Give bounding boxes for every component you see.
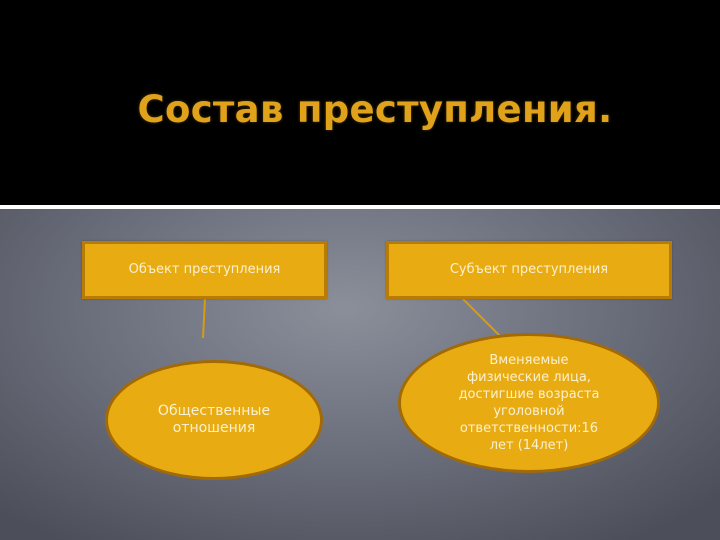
subject-detail-ellipse: Вменяемые физические лица, достигшие воз…: [398, 333, 660, 473]
slide-header: Состав преступления.: [0, 0, 720, 205]
connector-object: [202, 298, 206, 339]
slide-title: Состав преступления.: [137, 88, 613, 131]
connector-subject: [462, 298, 501, 337]
object-detail-text: Общественные отношения: [157, 403, 271, 436]
subject-detail-text: Вменяемые физические лица, достигшие воз…: [458, 353, 600, 453]
object-of-crime-box: Объект преступления: [82, 241, 327, 299]
object-detail-ellipse: Общественные отношения: [105, 360, 323, 480]
header-divider: [0, 205, 720, 209]
subject-of-crime-box: Субъект преступления: [386, 241, 672, 299]
